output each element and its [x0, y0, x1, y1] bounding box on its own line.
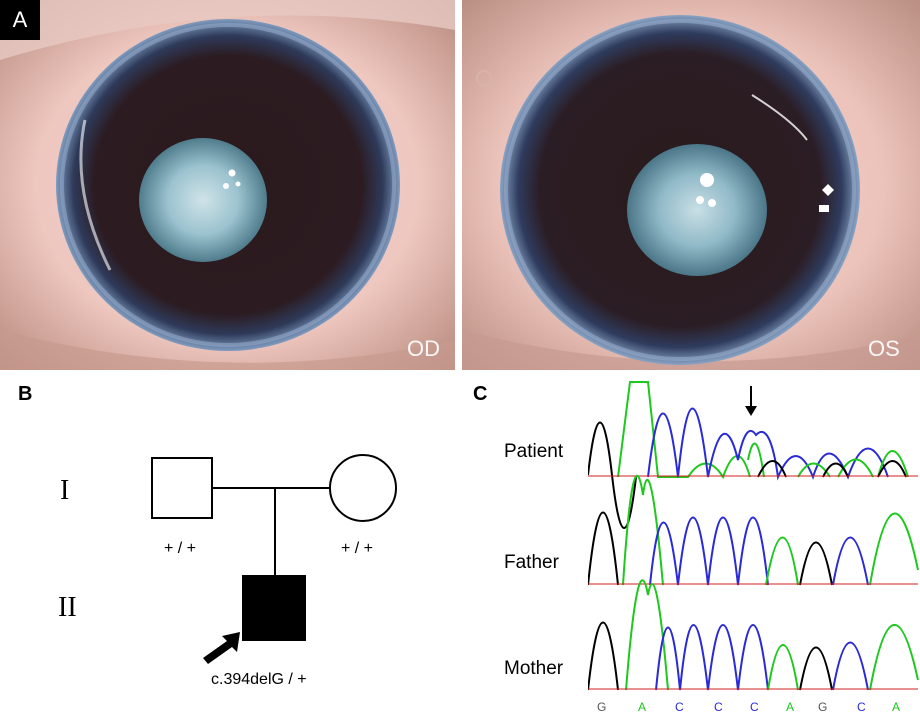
proband-genotype: c.394delG / + [211, 671, 307, 688]
trace-patient [588, 381, 918, 529]
mother-symbol [329, 454, 397, 522]
base-call: G [818, 700, 828, 714]
left-eye-photo [462, 0, 920, 370]
base-call: C [675, 700, 684, 714]
pedigree-chart [151, 454, 397, 641]
panel-a-label: A [0, 0, 40, 40]
track-label-mother: Mother [504, 658, 564, 679]
mother-genotype: + / + [341, 540, 374, 557]
left-eye-tag: OS [868, 336, 900, 361]
panel-c-label: C [473, 383, 488, 405]
father-genotype: + / + [164, 540, 197, 557]
mutation-arrow-icon [745, 386, 757, 416]
proband-arrow-icon [203, 632, 240, 664]
trace-father [588, 474, 919, 586]
base-call: A [892, 700, 901, 714]
generation-2-label: II [58, 592, 77, 623]
base-call: A [638, 700, 647, 714]
right-eye-photo [0, 0, 455, 370]
base-call: C [857, 700, 866, 714]
base-call: G [597, 700, 607, 714]
right-eye-tag: OD [407, 336, 440, 361]
generation-1-label: I [60, 475, 70, 506]
base-call: C [714, 700, 723, 714]
base-call: C [750, 700, 759, 714]
father-symbol [151, 457, 213, 519]
panel-b-label: B [18, 383, 33, 405]
track-label-patient: Patient [504, 441, 564, 462]
chromatogram [588, 381, 919, 691]
proband-symbol [242, 575, 306, 641]
track-label-father: Father [504, 552, 559, 573]
trace-mother [588, 579, 919, 691]
base-call: A [786, 700, 795, 714]
